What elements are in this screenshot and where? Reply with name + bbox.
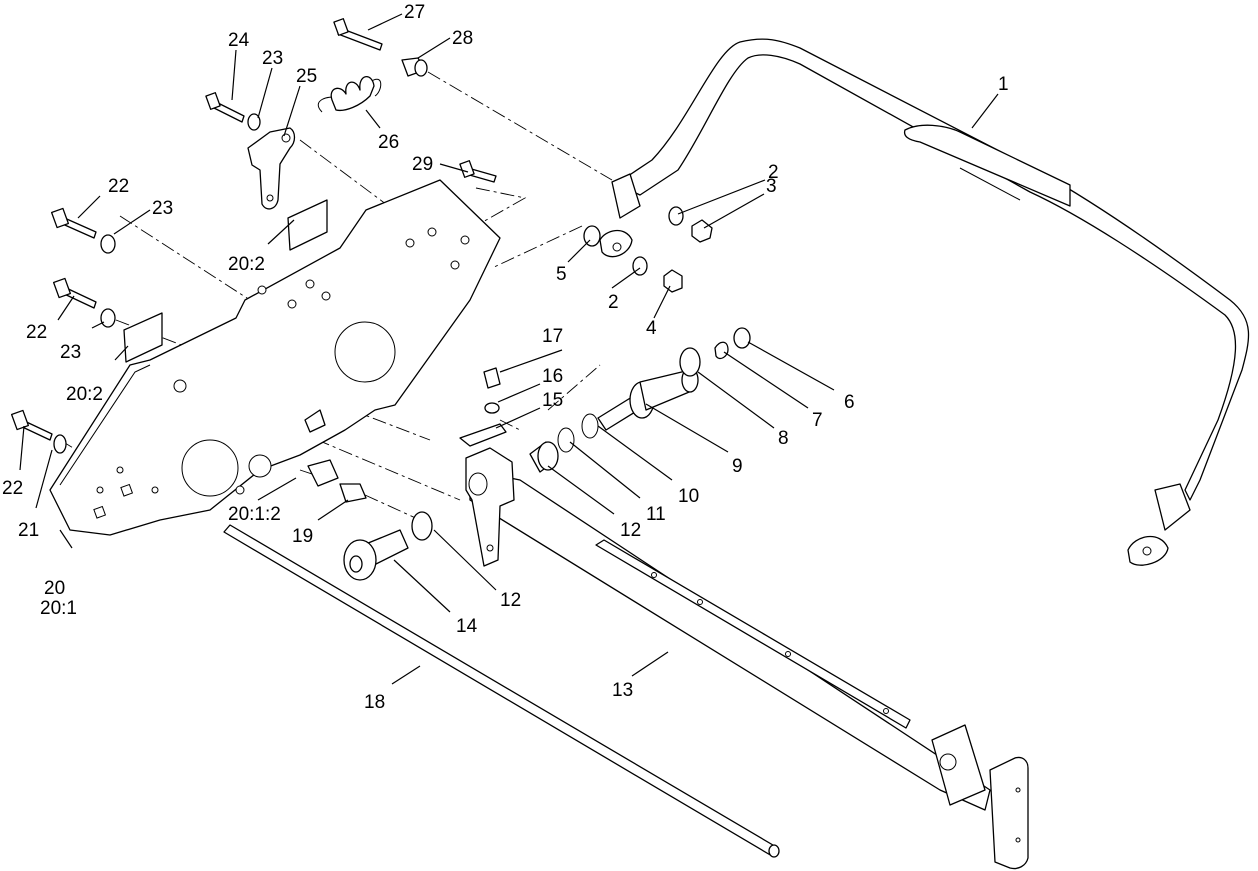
- callout-4: 4: [646, 318, 657, 339]
- leader-lines: [19, 13, 999, 685]
- callout-8: 8: [778, 428, 789, 449]
- callout-17: 17: [542, 326, 563, 347]
- callout-14: 14: [456, 616, 478, 637]
- callout-2: 2: [608, 292, 619, 313]
- callout-28: 28: [452, 28, 473, 49]
- rod: [223, 524, 780, 858]
- callout-20-2: 20:2: [66, 384, 103, 405]
- callout-25: 25: [296, 66, 317, 87]
- callout-16: 16: [542, 366, 563, 387]
- callout-20: 20: [44, 578, 65, 599]
- callout-21: 21: [18, 520, 39, 541]
- handle-frame: [599, 38, 1250, 566]
- callout-23: 23: [60, 342, 81, 363]
- pivot-shaft: [597, 367, 699, 431]
- callout-22: 22: [108, 176, 129, 197]
- pin-bracket: [459, 423, 515, 567]
- callout-23: 23: [262, 48, 283, 69]
- callout-2: 2: [768, 162, 779, 183]
- label-plates: [123, 199, 328, 363]
- callout-5: 5: [556, 264, 567, 285]
- callout-23: 23: [152, 198, 173, 219]
- callout-20-1: 20:1: [40, 598, 77, 619]
- hardware: [10, 18, 751, 541]
- callout-20-1-2: 20:1:2: [228, 504, 281, 525]
- callout-15: 15: [542, 390, 563, 411]
- callout-22: 22: [26, 322, 47, 343]
- callout-6: 6: [844, 392, 855, 413]
- front-side-plate: [49, 179, 501, 536]
- callout-13: 13: [612, 680, 633, 701]
- callout-12: 12: [500, 590, 521, 611]
- callout-27: 27: [404, 2, 425, 23]
- callout-18: 18: [364, 692, 385, 713]
- callout-20-2: 20:2: [228, 254, 265, 275]
- callout-9: 9: [732, 456, 743, 477]
- bracket: [247, 127, 296, 210]
- callout-12: 12: [620, 520, 641, 541]
- callout-11: 11: [646, 504, 666, 525]
- callout-1: 1: [998, 74, 1009, 95]
- gear-shaft: [343, 529, 409, 581]
- spring: [317, 76, 382, 113]
- callout-labels: 1 2 2 3 4 5 6 7 8 9 10 11 12 12 13 14 15…: [2, 2, 1009, 713]
- callout-3: 3: [766, 176, 777, 197]
- callout-24: 24: [228, 30, 250, 51]
- callout-22: 22: [2, 478, 23, 499]
- channel-bar: [469, 469, 1029, 870]
- callout-10: 10: [678, 486, 699, 507]
- callout-29: 29: [412, 154, 433, 175]
- callout-26: 26: [378, 132, 399, 153]
- callout-19: 19: [292, 526, 313, 547]
- callout-7: 7: [812, 410, 823, 431]
